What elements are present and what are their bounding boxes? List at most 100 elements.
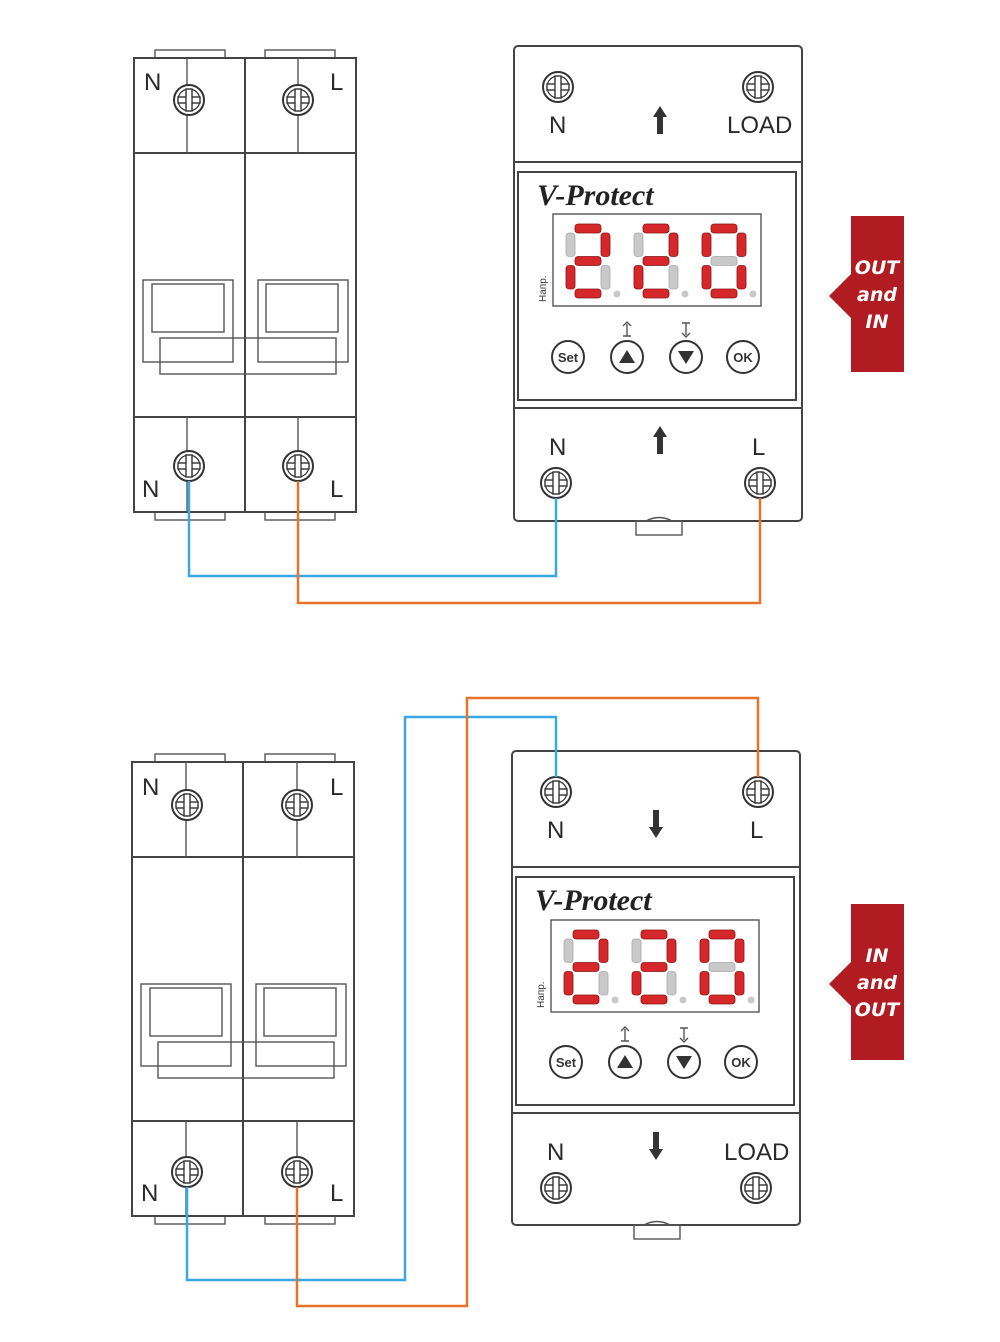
ok-button-label: OK <box>733 350 753 365</box>
set-button-label: Set <box>556 1055 577 1070</box>
set-button-label: Set <box>558 350 579 365</box>
dim-segment <box>565 232 576 257</box>
lit-segment <box>708 929 736 940</box>
lit-segment <box>565 265 576 290</box>
device-bottom-left-label: N <box>549 434 566 461</box>
lit-segment <box>668 232 679 257</box>
decimal-point <box>749 290 757 298</box>
screw-terminal-icon <box>542 71 574 103</box>
device-bottom-right-label: LOAD <box>724 1139 789 1166</box>
tag-line-2: and <box>857 972 897 994</box>
down-button[interactable] <box>667 1027 701 1079</box>
screw-terminal-icon <box>742 71 774 103</box>
dim-segment <box>668 265 679 290</box>
lit-segment <box>708 994 736 1005</box>
display-side-label: Напр. <box>538 275 549 302</box>
live-wire <box>295 696 760 1308</box>
lit-segment <box>699 938 710 963</box>
neutral-wire <box>185 715 558 1282</box>
mode-tag: IN and OUT <box>829 904 904 1060</box>
dim-segment <box>631 938 642 963</box>
screw-terminal-icon <box>281 1156 313 1188</box>
breaker-top-left-label: N <box>142 774 159 801</box>
lit-segment <box>666 938 677 963</box>
screw-terminal-icon <box>173 450 205 482</box>
breaker-bottom-left-label: N <box>141 1180 158 1207</box>
screw-terminal-icon <box>173 84 205 116</box>
screw-terminal-icon <box>740 1172 772 1204</box>
decimal-point <box>679 996 687 1004</box>
breaker-bottom-right-label: L <box>330 1180 343 1207</box>
lit-segment <box>574 288 602 299</box>
screw-terminal-icon <box>742 776 774 808</box>
device-bottom-left-label: N <box>547 1139 564 1166</box>
device-top-right-label: LOAD <box>727 112 792 139</box>
dim-segment <box>710 256 738 266</box>
up-button[interactable] <box>610 321 644 374</box>
lit-segment <box>574 223 602 234</box>
triangle-down-icon <box>676 1056 692 1069</box>
screw-terminal-icon <box>540 776 572 808</box>
lit-segment <box>642 223 670 234</box>
arrow-down-small-icon <box>681 322 691 338</box>
tag-line-3: OUT <box>855 999 902 1021</box>
set-button[interactable]: Set <box>549 1045 583 1079</box>
lit-segment <box>734 971 745 996</box>
dim-segment <box>633 232 644 257</box>
lit-segment <box>572 962 600 972</box>
breaker-top-left-label: N <box>144 69 161 96</box>
lit-segment <box>699 971 710 996</box>
lit-segment <box>574 256 602 266</box>
arrow-down-small-icon <box>679 1027 689 1043</box>
breaker-bottom-left-label: N <box>142 476 159 503</box>
device-top-left-label: N <box>549 112 566 139</box>
arrow-up-icon <box>653 106 667 134</box>
arrow-up-small-icon <box>622 321 632 337</box>
live-wire <box>296 481 762 605</box>
dim-segment <box>598 971 609 996</box>
tag-line-3: IN <box>866 311 889 333</box>
decimal-point <box>681 290 689 298</box>
led-display <box>565 223 757 299</box>
circuit-breaker: N L N L <box>131 753 355 1225</box>
ok-button[interactable]: OK <box>724 1045 758 1079</box>
ok-button[interactable]: OK <box>726 340 760 374</box>
screw-terminal-icon <box>540 467 572 499</box>
lit-segment <box>572 929 600 940</box>
breaker-top-right-label: L <box>330 774 343 801</box>
lit-segment <box>736 265 747 290</box>
up-button[interactable] <box>608 1026 642 1079</box>
tag-line-2: and <box>857 284 897 306</box>
tag-line-1: OUT <box>855 257 902 279</box>
breaker-bottom-right-label: L <box>330 476 343 503</box>
triangle-up-icon <box>619 350 635 363</box>
device-bottom-right-label: L <box>752 434 765 461</box>
lit-segment <box>736 232 747 257</box>
set-button[interactable]: Set <box>551 340 585 374</box>
lit-segment <box>642 288 670 299</box>
lit-segment <box>600 232 611 257</box>
lit-segment <box>563 971 574 996</box>
breaker-top-right-label: L <box>330 69 343 96</box>
screw-terminal-icon <box>282 84 314 116</box>
decimal-point <box>611 996 619 1004</box>
down-button[interactable] <box>669 322 703 374</box>
device-brand: V-Protect <box>535 884 653 917</box>
dim-segment <box>563 938 574 963</box>
dim-segment <box>708 962 736 972</box>
lit-segment <box>640 962 668 972</box>
arrow-down-icon <box>649 810 663 838</box>
device-top-right-label: L <box>750 817 763 844</box>
ok-button-label: OK <box>731 1055 751 1070</box>
circuit-breaker: N L N L <box>133 49 357 521</box>
voltage-relay-device: N L N LOAD V-Protect Напр. Set <box>511 750 801 1240</box>
device-top-left-label: N <box>547 817 564 844</box>
screw-terminal-icon <box>744 467 776 499</box>
lit-segment <box>710 288 738 299</box>
lit-segment <box>572 994 600 1005</box>
lit-segment <box>710 223 738 234</box>
screw-terminal-icon <box>540 1172 572 1204</box>
diagram-bottom: N L N L N L N LOAD V-Protect Напр. <box>131 696 904 1308</box>
